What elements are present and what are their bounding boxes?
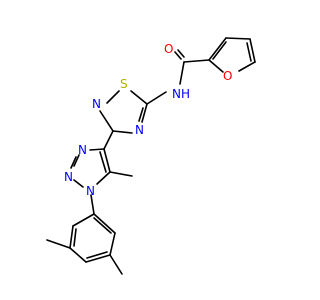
atom-n-triazole-2: N xyxy=(64,170,73,184)
bond-tr-7 xyxy=(96,171,111,185)
bond-carbonyl-nh xyxy=(179,61,185,85)
bond-tr-5 xyxy=(103,148,111,173)
bond-bz-2 xyxy=(69,225,74,249)
bond-c-o-carbonyl xyxy=(174,51,182,60)
bond-bz-8 xyxy=(93,213,116,234)
bond-tr-4 xyxy=(73,179,84,188)
atom-n-thiadiazole-4: N xyxy=(135,123,144,137)
bond-bz-1 xyxy=(72,213,95,227)
molecule-diagram: O O N H S N N N N N xyxy=(46,37,256,275)
bond-td-2 xyxy=(106,90,120,104)
bond-furan-2 xyxy=(212,41,227,60)
bond-furan-4 xyxy=(249,38,256,63)
bond-tr-methyl xyxy=(109,171,133,177)
bond-bz-methyl-right xyxy=(109,254,123,275)
bond-bz-7 xyxy=(109,232,116,256)
bond-bz-methyl-left xyxy=(46,239,71,249)
bond-furan-6 xyxy=(238,61,256,72)
bond-c-o-carbonyl-2 xyxy=(177,49,185,58)
atom-n-amide: N xyxy=(172,87,181,101)
bond-td-triazole xyxy=(103,130,114,150)
bond-td-1 xyxy=(130,90,148,105)
bonds xyxy=(46,37,256,275)
structure-svg: O O N H S N N N N N xyxy=(46,37,256,275)
bond-td-4 xyxy=(112,130,133,134)
atom-o-carbonyl: O xyxy=(164,42,173,56)
bond-td-3 xyxy=(99,110,114,132)
bond-tr-2 xyxy=(73,154,80,167)
atom-n-triazole-3: N xyxy=(86,184,95,198)
bond-tr-1 xyxy=(89,148,105,151)
bond-furan-1 xyxy=(208,37,227,61)
bond-bz-3 xyxy=(73,228,77,247)
bond-bz-9 xyxy=(93,217,112,234)
bond-td-6 xyxy=(138,107,144,122)
bond-n-aryl xyxy=(90,194,95,215)
bond-bz-5 xyxy=(85,254,111,263)
atom-n-triazole-1: N xyxy=(78,143,87,157)
bond-furan-5 xyxy=(246,42,252,62)
bond-furan-3 xyxy=(225,37,251,40)
atom-s-thiadiazole: S xyxy=(120,77,128,91)
bond-tr-6 xyxy=(99,151,107,173)
bond-bz-4 xyxy=(69,247,87,263)
bond-furan-7 xyxy=(208,59,224,73)
atom-labels: O O N H S N N N N N xyxy=(64,42,232,198)
atom-n-thiadiazole-2: N xyxy=(92,97,101,111)
bond-nh-thiadiazole xyxy=(146,91,167,105)
bond-bz-6 xyxy=(86,251,108,259)
bond-carbonyl-furan xyxy=(183,59,210,63)
bond-tr-3 xyxy=(70,156,77,169)
bond-td-5 xyxy=(141,103,148,123)
atom-o-furan: O xyxy=(223,69,232,83)
atom-h-amide: H xyxy=(181,87,190,101)
